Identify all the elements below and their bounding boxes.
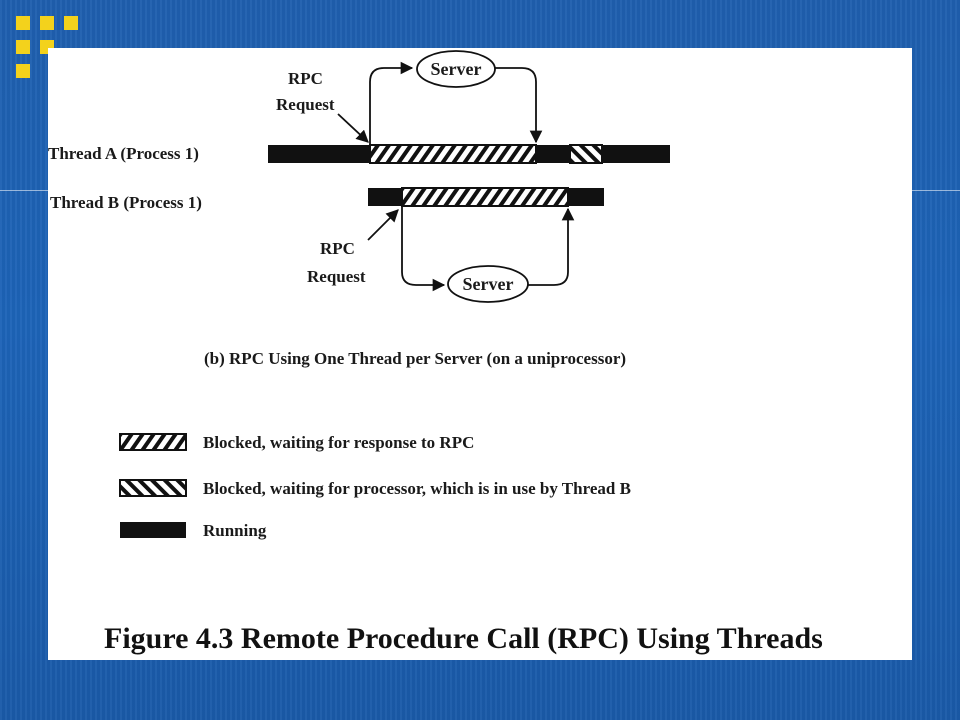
legend-label-blocked-rpc: Blocked, waiting for response to RPC [203, 433, 474, 452]
thread-b-label: Thread B (Process 1) [50, 193, 202, 212]
rpc-request-bottom-label-line2: Request [307, 267, 366, 286]
server-top-label: Server [431, 59, 482, 79]
legend-swatch-running [120, 522, 186, 538]
request-to-server-top-arrow [369, 61, 414, 145]
legend-label-running: Running [203, 521, 267, 540]
thread-b-timeline [368, 187, 604, 207]
server-bottom-label: Server [463, 274, 514, 294]
rpc-request-top-label-line2: Request [276, 95, 335, 114]
thread-b-running-segment [368, 188, 402, 206]
figure-panel: Thread A (Process 1) Thread B (Process 1… [48, 48, 912, 660]
logo-square [16, 16, 30, 30]
server-top-response-arrow [495, 67, 543, 144]
rpc-request-top-pointer-arrow [337, 113, 369, 143]
logo-square [40, 16, 54, 30]
legend-swatch-blocked-rpc [119, 433, 187, 451]
thread-a-blocked-rpc-segment [369, 144, 537, 164]
rpc-request-bottom-label-line1: RPC [320, 239, 355, 258]
server-top-node [416, 50, 496, 88]
rpc-diagram: Thread A (Process 1) Thread B (Process 1… [48, 50, 670, 540]
figure-caption: Figure 4.3 Remote Procedure Call (RPC) U… [104, 622, 823, 655]
thread-b-blocked-rpc-segment [401, 187, 569, 207]
logo-square [16, 40, 30, 54]
server-bottom-node [447, 265, 529, 303]
logo-square [64, 16, 78, 30]
request-to-server-bottom-arrow [401, 206, 446, 292]
rpc-request-bottom-pointer-arrow [367, 209, 399, 241]
thread-a-timeline [268, 144, 670, 164]
legend-swatch-blocked-processor [119, 479, 187, 497]
thread-a-label: Thread A (Process 1) [48, 144, 199, 163]
thread-a-running-segment [268, 145, 370, 163]
logo-square [16, 64, 30, 78]
legend-label-blocked-processor: Blocked, waiting for processor, which is… [203, 479, 631, 498]
thread-b-running-segment [568, 188, 604, 206]
diagram-subcaption: (b) RPC Using One Thread per Server (on … [204, 349, 626, 368]
thread-a-running-segment [602, 145, 670, 163]
rpc-request-top-label-line1: RPC [288, 69, 323, 88]
thread-a-running-segment [536, 145, 570, 163]
legend: Blocked, waiting for response to RPC Blo… [119, 433, 631, 540]
server-bottom-response-arrow [528, 207, 575, 286]
thread-a-blocked-processor-segment [569, 144, 603, 164]
